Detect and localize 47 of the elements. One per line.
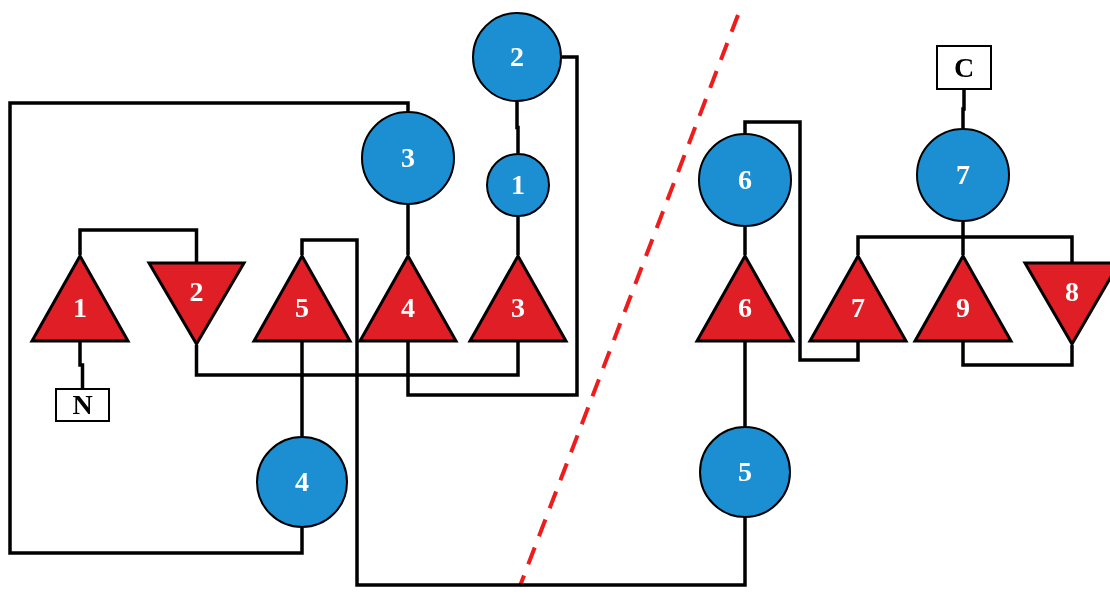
node-label: 5 [738,458,752,486]
inverted-strand-triangle [1024,262,1110,345]
connector-line [300,238,747,587]
connector-line [406,205,410,255]
connector-line [743,120,860,362]
connector-line [194,342,520,377]
terminus-box [55,388,110,422]
connector-line [961,90,966,128]
node-label: 1 [73,294,87,322]
node-label: 7 [851,294,865,322]
node-label: 9 [956,294,970,322]
strand-triangle [914,255,1012,342]
strand-triangle [31,255,129,342]
connector-line [961,342,1074,367]
strand-triangle [809,255,907,342]
inverted-strand-triangle [148,262,245,345]
connector-line [406,55,579,397]
strand-triangle [469,255,567,342]
helix-circle [486,153,550,217]
connector-line [856,235,1074,262]
connector-line [743,342,747,426]
connector-line [78,228,199,262]
node-label: 6 [738,294,752,322]
node-label: 1 [511,171,525,199]
node-label: 8 [1065,278,1079,306]
node-label: 6 [738,166,752,194]
strand-triangle [696,255,794,342]
strand-triangle [253,255,351,342]
node-label: 7 [956,161,970,189]
node-label: N [72,391,93,419]
node-label: 4 [401,294,415,322]
connector-line [516,217,520,255]
node-label: C [953,53,975,82]
node-label: 2 [510,43,524,71]
node-label: 3 [401,144,415,172]
strand-triangle [359,255,457,342]
connector-line [515,102,520,153]
node-label: 5 [295,294,309,322]
connector-line [8,101,410,555]
connector-line [743,227,747,255]
node-label: 2 [189,278,204,306]
node-label: 4 [295,468,309,496]
connector-line [961,222,965,255]
terminus-box [936,45,992,90]
connector-line [78,342,85,388]
connector-line [300,342,304,436]
node-label: 3 [511,294,525,322]
